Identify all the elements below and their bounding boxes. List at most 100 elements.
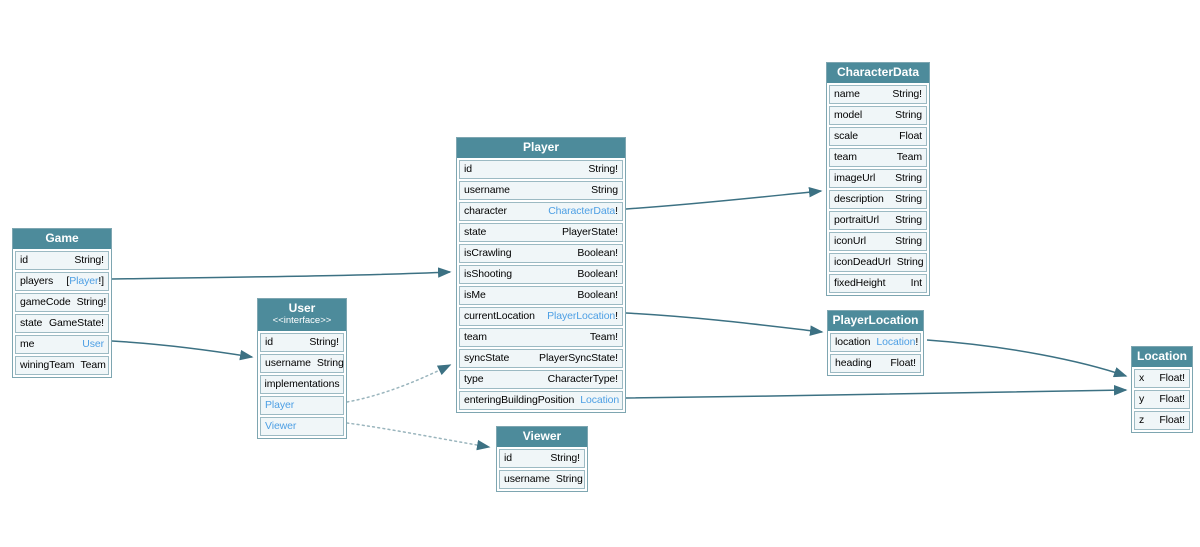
field-name: scale [834, 130, 859, 143]
section-row[interactable]: implementations [260, 374, 344, 394]
table-header-viewer[interactable]: Viewer [497, 427, 587, 448]
type-link[interactable]: User [82, 338, 104, 351]
field-name: heading [835, 357, 872, 370]
section-label: implementations [264, 377, 340, 390]
field-name: id [504, 452, 512, 465]
type-text: PlayerSyncState! [539, 352, 618, 365]
table-header-location[interactable]: Location [1132, 347, 1192, 368]
table-header-characterdata[interactable]: CharacterData [827, 63, 929, 84]
type-text: Float! [1159, 393, 1185, 406]
implementation-row[interactable]: Player [260, 395, 344, 415]
type-text: String [895, 109, 922, 122]
field-name: model [834, 109, 863, 122]
field-type: CharacterData! [548, 205, 618, 218]
table-header-game[interactable]: Game [13, 229, 111, 250]
field-name: name [834, 88, 860, 101]
table-header-user[interactable]: User<<interface>> [258, 299, 346, 331]
type-link[interactable]: Player [69, 275, 99, 288]
type-text: String [895, 172, 922, 185]
field-name: syncState [464, 352, 510, 365]
implementation-row[interactable]: Viewer [260, 416, 344, 436]
type-link[interactable]: CharacterData [548, 205, 616, 218]
table-title: User [288, 301, 316, 315]
field-type: Float! [890, 357, 916, 370]
type-link[interactable]: PlayerLocation [547, 310, 616, 323]
type-text: String! [892, 88, 922, 101]
type-text: CharacterType! [547, 373, 618, 386]
field-type: PlayerLocation! [547, 310, 618, 323]
field-row[interactable]: heading Float! [830, 354, 921, 374]
field-row[interactable]: id String! [499, 449, 585, 469]
table-header-playerlocation[interactable]: PlayerLocation [828, 311, 923, 332]
type-text: String! [309, 335, 339, 348]
field-row[interactable]: syncState PlayerSyncState! [459, 349, 623, 369]
field-name: team [464, 331, 487, 344]
type-link[interactable]: Viewer [265, 419, 297, 432]
field-name: iconUrl [834, 235, 866, 248]
table-title: Location [1137, 349, 1187, 363]
type-text: Float! [890, 357, 916, 370]
field-name: state [20, 317, 43, 330]
table-title: Viewer [522, 429, 562, 443]
type-link[interactable]: Player [265, 398, 295, 411]
type-link[interactable]: Location [876, 336, 916, 349]
type-text: String [895, 214, 922, 227]
field-type: Location [580, 394, 619, 407]
field-row[interactable]: scale Float [829, 127, 927, 147]
field-row[interactable]: players[Player!] [15, 272, 109, 292]
edge-game-players-to-player [111, 267, 452, 280]
table-header-player[interactable]: Player [457, 138, 625, 159]
table-title: Player [522, 140, 560, 154]
table-title: Game [45, 231, 79, 245]
field-type: String! [588, 163, 618, 176]
type-link[interactable]: Location [580, 394, 620, 407]
type-text: String! [550, 452, 580, 465]
field-type: String! [550, 452, 580, 465]
field-name: location [835, 336, 871, 349]
field-type: CharacterType! [548, 373, 618, 386]
field-row[interactable]: name String! [829, 85, 927, 105]
field-type: Team [80, 359, 105, 372]
type-text: Float! [1159, 414, 1185, 427]
edge-playerlocation-location-to-location [926, 339, 1128, 378]
field-type: Float [899, 130, 922, 143]
field-row[interactable]: model String [829, 106, 927, 126]
